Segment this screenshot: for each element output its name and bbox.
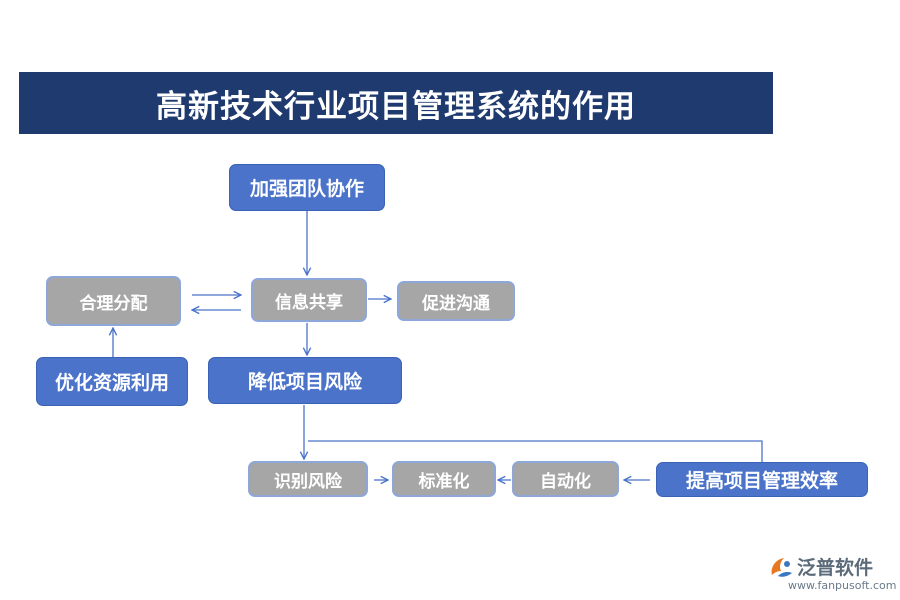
node-promote-communication: 促进沟通	[397, 281, 515, 321]
node-reduce-risk: 降低项目风险	[208, 357, 402, 404]
node-label: 自动化	[540, 471, 591, 492]
node-optimize-resources: 优化资源利用	[36, 357, 188, 406]
node-info-sharing: 信息共享	[251, 278, 367, 322]
node-label: 标准化	[418, 471, 470, 492]
node-label: 提高项目管理效率	[685, 470, 838, 492]
bracket-efficiency-to-risk	[308, 440, 763, 462]
brand-name: 泛普软件	[797, 557, 874, 579]
node-label: 优化资源利用	[54, 372, 169, 394]
brand-logo-icon	[771, 557, 792, 577]
node-label: 促进沟通	[422, 293, 490, 314]
node-label: 加强团队协作	[249, 178, 364, 200]
node-reasonable-allocation: 合理分配	[46, 276, 181, 326]
node-standardize: 标准化	[392, 461, 496, 497]
node-label: 信息共享	[275, 292, 343, 313]
page-title: 高新技术行业项目管理系统的作用	[156, 88, 636, 125]
node-label: 合理分配	[79, 293, 148, 314]
node-label: 降低项目风险	[247, 371, 362, 393]
brand-logo: 泛普软件	[768, 553, 873, 580]
node-improve-efficiency: 提高项目管理效率	[656, 462, 868, 497]
brand-url: www.fanpusoft.com	[788, 579, 897, 592]
node-strengthen-teamwork: 加强团队协作	[229, 164, 385, 211]
node-label: 识别风险	[274, 471, 342, 492]
node-automate: 自动化	[512, 461, 619, 497]
node-identify-risk: 识别风险	[248, 461, 368, 497]
title-banner: 高新技术行业项目管理系统的作用	[19, 72, 773, 134]
